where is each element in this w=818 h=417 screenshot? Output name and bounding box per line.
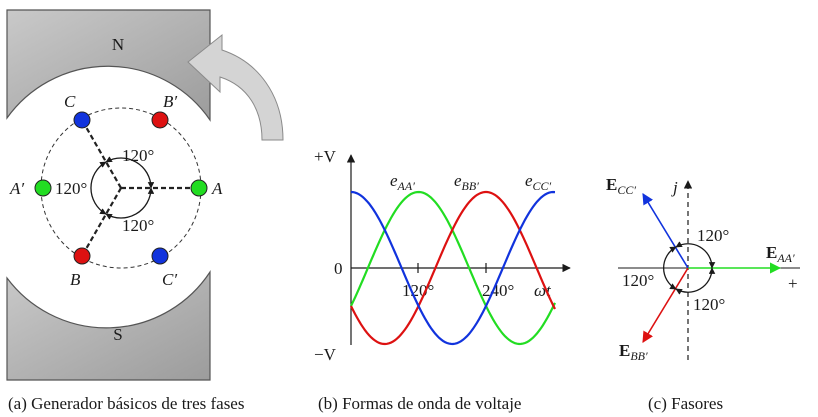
coil-label-A-prime: A′ (9, 179, 24, 198)
plus-label: + (788, 274, 798, 293)
origin-label: 0 (334, 259, 343, 278)
north-magnet (6, 9, 211, 122)
angle-arc-lower (105, 187, 155, 220)
rotation-arrow (187, 33, 284, 141)
waveform-panel: +V −V 0 ωt 120° 240° eAA′ eBB′ eCC′ (b) … (314, 147, 571, 413)
y-top-label: +V (314, 147, 337, 166)
phasor-angle-lower: 120° (693, 295, 725, 314)
coil-label-A: A (211, 179, 223, 198)
coil-C-prime (151, 247, 169, 265)
coil-C (73, 111, 91, 129)
tick-240-label: 240° (482, 281, 514, 300)
phasor-caption: (c) Fasores (648, 394, 723, 413)
series-label-e-BB: eBB′ (454, 171, 479, 193)
angle-label-lower: 120° (122, 216, 154, 235)
generator-caption: (a) Generador básicos de tres fases (8, 394, 244, 413)
coil-label-C-prime: C′ (162, 270, 177, 289)
phasor-angle-left: 120° (622, 271, 654, 290)
south-magnet (6, 269, 211, 381)
coil-B-prime (151, 111, 169, 129)
phasor-arc-upper (675, 241, 716, 269)
phasor-E-CC (642, 193, 689, 269)
coil-label-B-prime: B′ (163, 92, 177, 111)
angle-label-left: 120° (55, 179, 87, 198)
phasor-label-E-AA: EAA′ (766, 243, 795, 265)
generator-panel: N S 120° 120° 120° A A′ B B′ C C′ (a) Ge… (6, 9, 284, 413)
series-label-e-AA: eAA′ (390, 171, 415, 193)
phasor-arc-lower (675, 267, 716, 295)
series-label-e-CC: eCC′ (525, 171, 552, 193)
phasor-label-E-CC: ECC′ (606, 175, 636, 197)
angle-arc-left (90, 161, 107, 215)
phasor-panel: j + 120° 120° 120° EAA′ EBB′ ECC′ (c) Fa… (606, 175, 800, 413)
north-label: N (112, 35, 124, 54)
coil-label-B: B (70, 270, 81, 289)
angle-arc-upper (105, 156, 155, 189)
j-label: j (671, 178, 678, 197)
phasor-angle-upper: 120° (697, 226, 729, 245)
spoke-B (81, 187, 122, 257)
wave-e-CC (350, 190, 556, 346)
wave-e-BB (350, 190, 556, 346)
coil-A (190, 179, 208, 197)
coil-A-prime (34, 179, 52, 197)
south-label: S (113, 325, 122, 344)
waveform-caption: (b) Formas de onda de voltaje (318, 394, 521, 413)
coil-B (73, 247, 91, 265)
coil-label-C: C (64, 92, 76, 111)
angle-label-upper: 120° (122, 146, 154, 165)
spoke-C (81, 119, 122, 189)
phasor-label-E-BB: EBB′ (619, 341, 648, 363)
phasor-arc-left (663, 246, 677, 290)
y-bottom-label: −V (314, 345, 337, 364)
